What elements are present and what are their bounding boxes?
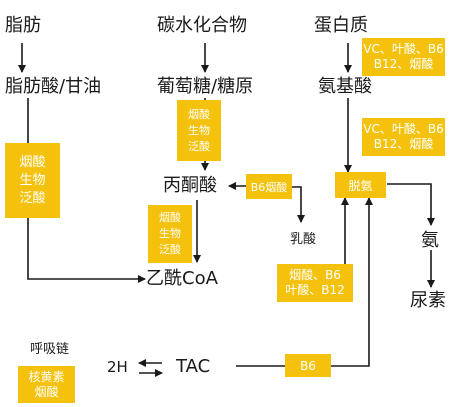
cofactor-pyruvate-acetyl: 烟酸 生物 泛酸 — [148, 205, 192, 263]
cofactor-glucose-path: 烟酸 生物 泛酸 — [177, 100, 221, 161]
cofactor-amino-to-acetyl: 烟酸、B6 叶酸、B12 — [277, 264, 353, 302]
node-fat: 脂肪 — [5, 15, 41, 36]
node-ammonia: 氨 — [421, 230, 439, 251]
node-respiratory-chain: 呼吸链 — [30, 342, 70, 357]
cofactor-deamination: 脱氨 — [335, 172, 386, 198]
cofactor-respiratory: 核黄素 烟酸 — [18, 366, 75, 403]
node-pyruvate: 丙酮酸 — [163, 175, 217, 196]
arrow-tac-to-deamination — [236, 197, 373, 367]
node-lactic-acid: 乳酸 — [290, 232, 317, 247]
cofactor-tac-b6: B6 — [285, 354, 331, 377]
node-glucose-glycogen: 葡萄糖/糖原 — [157, 76, 254, 97]
cofactor-fat-path: 烟酸 生物 泛酸 — [5, 143, 60, 218]
node-tac: TAC — [176, 356, 211, 377]
cofactor-protein-path: VC、叶酸、B6 B12、烟酸 — [362, 38, 445, 76]
node-acetyl-coa: 乙酰CoA — [146, 268, 218, 289]
node-carbohydrate: 碳水化合物 — [157, 15, 247, 36]
node-urea: 尿素 — [410, 290, 446, 311]
node-amino-acid: 氨基酸 — [318, 76, 372, 97]
arrow-deamination-to-ammonia — [387, 183, 435, 226]
cofactor-amino-path: VC、叶酸、B6 B12、烟酸 — [362, 118, 445, 156]
node-2h: 2H — [107, 358, 128, 376]
cofactor-pyruvate-b6: B6烟酸 — [246, 174, 292, 199]
arrow-to-lactic-acid — [292, 186, 305, 223]
node-protein: 蛋白质 — [314, 15, 368, 36]
node-fatty-acid-glycerol: 脂肪酸/甘油 — [5, 76, 102, 97]
